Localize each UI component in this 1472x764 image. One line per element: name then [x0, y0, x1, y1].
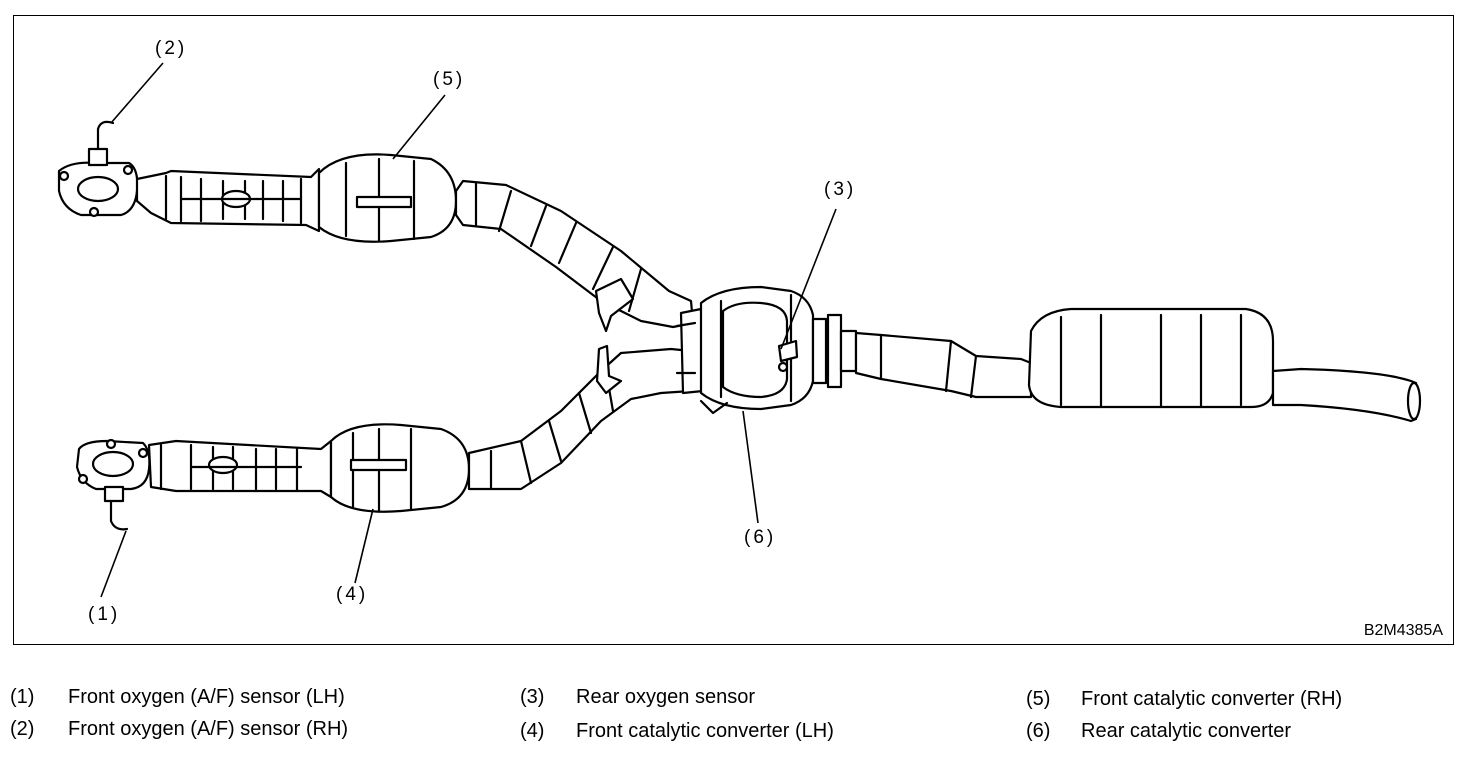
- legend-number: (1): [10, 686, 35, 708]
- front-catalytic-converter-rh: [317, 153, 458, 243]
- rh-exhaust-flange: [57, 161, 139, 218]
- leader-line-6: [742, 410, 759, 524]
- legend-number: (3): [520, 686, 545, 708]
- callout-3: (3): [824, 179, 857, 200]
- rear-flange: [811, 313, 858, 389]
- legend-number: (5): [1026, 688, 1051, 710]
- leader-lines: [100, 62, 837, 598]
- drawing-code: B2M4385A: [1363, 622, 1443, 639]
- rear-oxygen-sensor: [777, 339, 799, 373]
- callout-6: (6): [744, 527, 777, 548]
- legend-number: (4): [520, 720, 545, 742]
- lh-exhaust-flange: [75, 438, 151, 491]
- exhaust-system-drawing: [57, 62, 1422, 598]
- legend-text: Rear catalytic converter: [1081, 720, 1292, 742]
- leader-line-5: [392, 94, 446, 160]
- leader-line-1: [100, 530, 127, 598]
- front-oxygen-sensor-rh: [87, 120, 115, 167]
- front-catalytic-converter-lh: [329, 423, 471, 513]
- rh-y-pipe: [454, 179, 695, 333]
- lh-front-pipe: [147, 439, 333, 499]
- legend-text: Rear oxygen sensor: [576, 686, 755, 708]
- leader-line-4: [354, 508, 374, 584]
- rh-front-pipe: [135, 167, 321, 233]
- callout-5: (5): [433, 69, 466, 90]
- callout-2: (2): [155, 38, 188, 59]
- rear-catalytic-converter: [699, 285, 815, 415]
- callout-1: (1): [88, 604, 121, 625]
- legend-text: Front oxygen (A/F) sensor (LH): [68, 686, 345, 708]
- legend-text: Front oxygen (A/F) sensor (RH): [68, 718, 349, 740]
- legend-number: (6): [1026, 720, 1051, 742]
- muffler: [1027, 307, 1275, 409]
- legend-text: Front catalytic converter (LH): [576, 720, 834, 742]
- tail-pipe: [1271, 367, 1422, 423]
- leader-line-3: [780, 208, 837, 350]
- center-pipe: [854, 331, 1033, 399]
- legend-number: (2): [10, 718, 35, 740]
- legend-text: Front catalytic converter (RH): [1081, 688, 1343, 710]
- lh-y-pipe: [467, 344, 693, 491]
- leader-line-2: [110, 62, 164, 124]
- front-oxygen-sensor-lh: [103, 485, 129, 531]
- callout-4: (4): [336, 584, 369, 605]
- diagram-frame: (2) (5) (3) (6) (4) (1) B2M4385A: [13, 15, 1454, 645]
